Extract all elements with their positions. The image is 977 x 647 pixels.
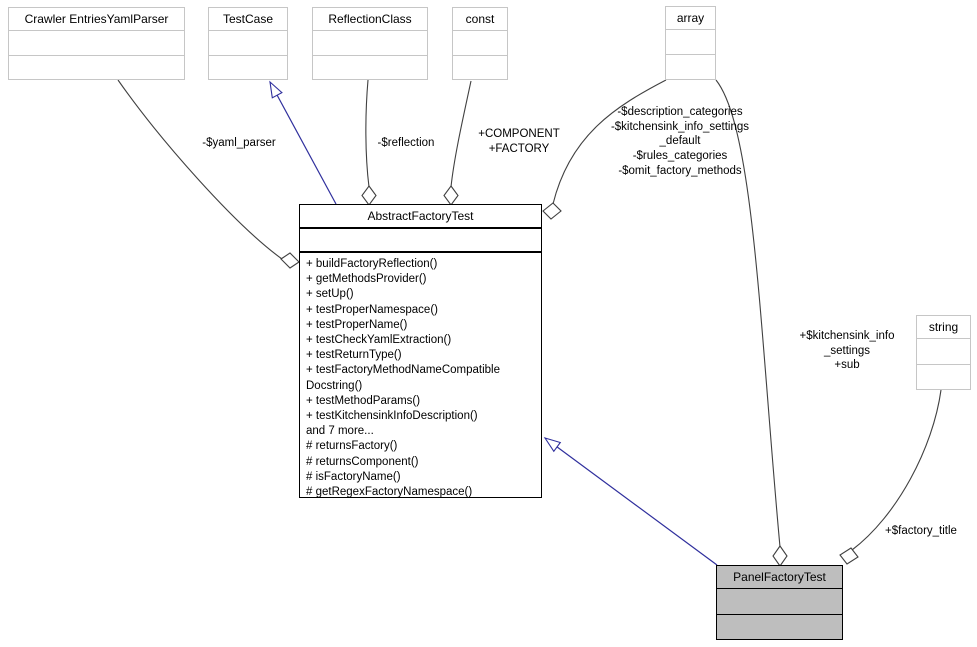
aggregation-diamond-icon xyxy=(280,252,300,269)
class-box-reflectionclass[interactable]: ReflectionClass xyxy=(312,7,428,80)
class-methods-compartment xyxy=(209,56,287,80)
class-box-string[interactable]: string xyxy=(916,315,971,390)
edge-string-to-panel xyxy=(851,389,942,551)
class-methods-compartment xyxy=(666,55,715,79)
class-attributes-compartment xyxy=(453,31,507,56)
method-line: # returnsFactory() xyxy=(306,440,398,453)
class-box-const[interactable]: const xyxy=(452,7,508,80)
method-line: + getMethodsProvider() xyxy=(306,273,427,286)
class-attributes-compartment xyxy=(717,589,842,615)
edge-const-to-abstract xyxy=(450,80,472,188)
class-box-crawler-entriesyamlparser[interactable]: Crawler EntriesYamlParser xyxy=(8,7,185,80)
aggregation-diamond-icon xyxy=(542,202,562,220)
class-methods-compartment: + buildFactoryReflection() + getMethodsP… xyxy=(300,253,541,500)
class-title: PanelFactoryTest xyxy=(717,566,842,589)
class-methods-compartment xyxy=(9,56,184,80)
aggregation-diamond-icon xyxy=(443,185,459,206)
edge-reflectionclass-to-abstract xyxy=(365,79,370,188)
inheritance-arrowhead-icon xyxy=(269,80,283,99)
class-box-array[interactable]: array xyxy=(665,6,716,80)
class-title: array xyxy=(666,7,715,30)
method-line: + buildFactoryReflection() xyxy=(306,258,438,270)
class-attributes-compartment xyxy=(666,30,715,55)
aggregation-diamond-icon xyxy=(361,185,377,206)
edge-inheritance-panel-to-abstract xyxy=(544,437,718,566)
method-line: + testProperNamespace() xyxy=(306,303,438,316)
method-line: # getRegexFactoryNamespace() xyxy=(306,486,473,499)
class-attributes-compartment xyxy=(313,31,427,56)
class-box-panelfactorytest[interactable]: PanelFactoryTest xyxy=(716,565,843,640)
edge-label-factory-title: +$factory_title xyxy=(885,525,957,537)
method-line: Docstring() xyxy=(306,379,363,392)
class-box-testcase[interactable]: TestCase xyxy=(208,7,288,80)
class-title: ReflectionClass xyxy=(313,8,427,31)
aggregation-diamond-icon xyxy=(839,547,859,565)
inheritance-arrowhead-icon xyxy=(543,437,562,453)
method-line: # isFactoryName() xyxy=(306,470,401,483)
edge-array-to-panel xyxy=(715,79,781,548)
method-line: + testReturnType() xyxy=(306,349,402,362)
edge-label-reflection: -$reflection xyxy=(377,137,435,149)
class-title: Crawler EntriesYamlParser xyxy=(9,8,184,31)
edge-label-yaml-parser: -$yaml_parser xyxy=(202,137,276,149)
class-box-abstractfactorytest[interactable]: AbstractFactoryTest + buildFactoryReflec… xyxy=(299,204,542,498)
class-attributes-compartment xyxy=(209,31,287,56)
aggregation-diamond-icon xyxy=(772,545,788,567)
method-line: + testFactoryMethodNameCompatible xyxy=(306,364,500,377)
method-line: + testKitchensinkInfoDescription() xyxy=(306,410,478,423)
class-title: string xyxy=(917,316,970,339)
method-line: + testProperName() xyxy=(306,318,408,331)
class-methods-compartment xyxy=(917,365,970,390)
method-line: and 7 more... xyxy=(306,425,374,438)
method-line: # returnsComponent() xyxy=(306,455,419,468)
class-title: const xyxy=(453,8,507,31)
edge-label-kitchensink-info: +$kitchensink_info _settings +sub xyxy=(799,330,895,372)
class-title: TestCase xyxy=(209,8,287,31)
class-methods-compartment xyxy=(717,615,842,640)
class-attributes-compartment xyxy=(9,31,184,56)
edge-label-array-members: -$description_categories -$kitchensink_i… xyxy=(610,106,750,177)
edge-inheritance-abstract-to-testcase xyxy=(269,81,337,205)
edge-crawler-to-abstract xyxy=(117,79,283,260)
class-methods-compartment xyxy=(313,56,427,80)
class-attributes-compartment xyxy=(300,229,541,253)
edge-label-component-factory: +COMPONENT +FACTORY xyxy=(478,128,560,155)
edge-array-to-abstract xyxy=(552,79,667,205)
method-line: + setUp() xyxy=(306,288,354,301)
method-line: + testMethodParams() xyxy=(306,394,421,407)
class-title: AbstractFactoryTest xyxy=(300,205,541,229)
class-methods-compartment xyxy=(453,56,507,80)
method-line: + testCheckYamlExtraction() xyxy=(306,334,452,347)
class-attributes-compartment xyxy=(917,339,970,365)
